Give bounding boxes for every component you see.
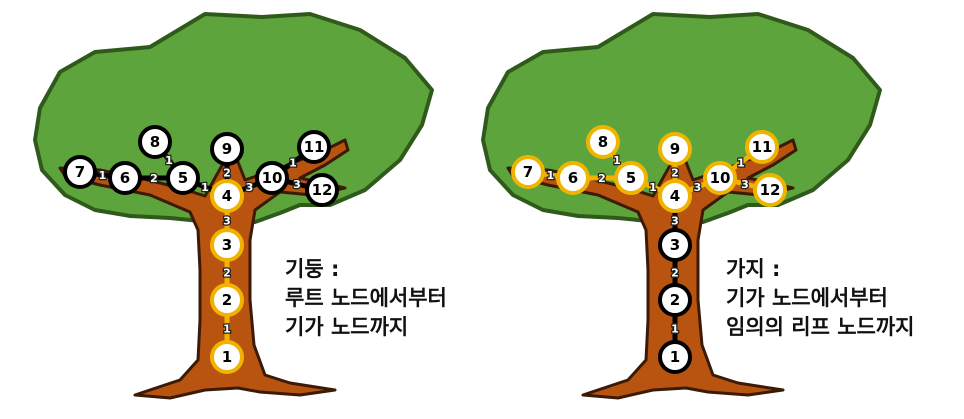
tree-node — [745, 130, 779, 164]
tree-node — [210, 228, 244, 262]
edge-weight-label: 3 — [741, 178, 749, 191]
tree-node — [305, 173, 339, 207]
tree-node-label: 7 — [75, 163, 85, 181]
edge-weight-label: 3 — [671, 215, 679, 228]
tree-node — [210, 340, 244, 374]
tree-node — [658, 283, 692, 317]
tree-node-label: 5 — [178, 169, 188, 187]
tree-node-label: 11 — [752, 138, 773, 156]
edge-weight-label: 2 — [671, 267, 679, 280]
edge-weight-label: 3 — [293, 178, 301, 191]
tree-node-label: 3 — [670, 236, 680, 254]
caption-right: 가지 : 기가 노드에서부터 임의의 리프 노드까지 — [726, 255, 915, 342]
edge-weight-label: 1 — [165, 154, 173, 167]
tree-node — [166, 161, 200, 195]
caption-line: 기둥 : — [285, 257, 340, 281]
tree-node — [703, 161, 737, 195]
tree-node — [556, 161, 590, 195]
tree-node-label: 10 — [710, 169, 731, 187]
tree-node — [586, 125, 620, 159]
caption-line: 기가 노드까지 — [285, 315, 409, 339]
tree-node — [511, 155, 545, 189]
edge-weight-label: 2 — [671, 167, 679, 180]
edge-weight-label: 2 — [598, 172, 606, 185]
edge-weight-label: 1 — [737, 157, 745, 170]
caption-line: 기가 노드에서부터 — [726, 286, 888, 310]
caption-left: 기둥 : 루트 노드에서부터 기가 노드까지 — [285, 255, 447, 342]
edge-weight-label: 1 — [289, 157, 297, 170]
tree-node-label: 8 — [150, 133, 160, 151]
edge-weight-label: 3 — [246, 181, 254, 194]
edge-weight-label: 2 — [150, 172, 158, 185]
tree-node-label: 12 — [312, 181, 333, 199]
tree-node — [210, 283, 244, 317]
tree-node-label: 12 — [760, 181, 781, 199]
edge-weight-label: 1 — [547, 169, 555, 182]
tree-node-label: 1 — [222, 348, 232, 366]
edge-weight-label: 3 — [223, 215, 231, 228]
caption-line: 가지 : — [726, 257, 781, 281]
edge-weight-label: 3 — [694, 181, 702, 194]
edge-weight-label: 1 — [649, 181, 657, 194]
tree-node — [753, 173, 787, 207]
tree-node-label: 3 — [222, 236, 232, 254]
tree-node-label: 5 — [626, 169, 636, 187]
edge-weight-label: 2 — [223, 267, 231, 280]
caption-line: 루트 노드에서부터 — [285, 286, 447, 310]
edge-weight-label: 1 — [201, 181, 209, 194]
edge-weight-label: 2 — [223, 167, 231, 180]
tree-node — [658, 228, 692, 262]
tree-node — [210, 179, 244, 213]
tree-node-label: 4 — [670, 187, 680, 205]
tree-node — [658, 179, 692, 213]
tree-node-label: 6 — [120, 169, 130, 187]
tree-node — [210, 132, 244, 166]
tree-node-label: 9 — [670, 140, 680, 158]
tree-node — [658, 132, 692, 166]
tree-node-label: 7 — [523, 163, 533, 181]
tree-node — [138, 125, 172, 159]
caption-line: 임의의 리프 노드까지 — [726, 315, 915, 339]
tree-node — [614, 161, 648, 195]
tree-node — [108, 161, 142, 195]
tree-node-label: 10 — [262, 169, 283, 187]
tree-node-label: 11 — [304, 138, 325, 156]
tree-node-label: 6 — [568, 169, 578, 187]
edge-weight-label: 1 — [99, 169, 107, 182]
tree-node-label: 9 — [222, 140, 232, 158]
tree-node-label: 1 — [670, 348, 680, 366]
tree-node-label: 2 — [222, 291, 232, 309]
edge-weight-label: 1 — [613, 154, 621, 167]
tree-node — [63, 155, 97, 189]
tree-node-label: 4 — [222, 187, 232, 205]
tree-node-label: 2 — [670, 291, 680, 309]
tree-node-label: 8 — [598, 133, 608, 151]
tree-node — [297, 130, 331, 164]
edge-weight-label: 1 — [671, 323, 679, 336]
tree-node — [255, 161, 289, 195]
tree-node — [658, 340, 692, 374]
edge-weight-label: 1 — [223, 323, 231, 336]
